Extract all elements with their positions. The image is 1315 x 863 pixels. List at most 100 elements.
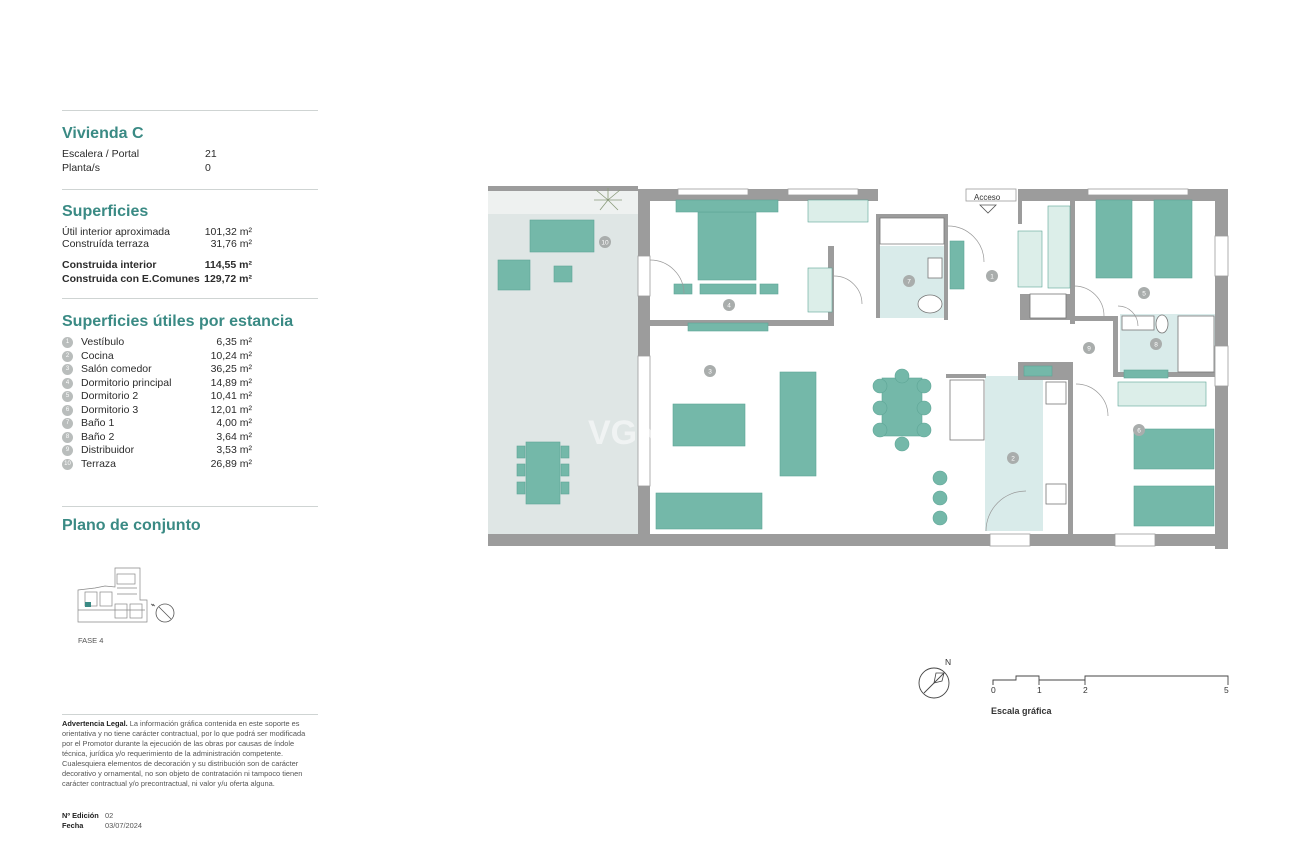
scale-bar bbox=[992, 675, 1229, 685]
legal-title: Advertencia Legal. bbox=[62, 719, 128, 728]
divider-legal bbox=[62, 714, 318, 715]
room-number-badge: 3 bbox=[62, 364, 73, 375]
watermark: VGN bbox=[588, 414, 662, 452]
superficie-label: Útil interior aproximada bbox=[62, 226, 170, 238]
scale-tick: 0 bbox=[991, 685, 996, 695]
room-label: Terraza bbox=[81, 457, 117, 470]
planta-label: Planta/s bbox=[62, 162, 100, 174]
superficie-label: Construida con E.Comunes bbox=[62, 273, 200, 285]
access-arrow-icon bbox=[979, 204, 997, 214]
legal-notice: Advertencia Legal. La información gráfic… bbox=[62, 719, 307, 789]
room-label: Dormitorio principal bbox=[81, 376, 172, 389]
room-area: 36,25 m² bbox=[210, 363, 252, 375]
room-marker bbox=[1007, 452, 1019, 464]
room-marker bbox=[1083, 342, 1095, 354]
divider-estancias bbox=[62, 298, 318, 299]
superficie-value: 101,32 m² bbox=[204, 226, 252, 238]
divider-superficies bbox=[62, 189, 318, 190]
room-marker bbox=[903, 275, 915, 287]
room-area: 10,41 m² bbox=[210, 390, 252, 402]
site-plan-thumbnail bbox=[77, 567, 175, 623]
edition-label: Nº Edición bbox=[62, 811, 99, 820]
room-marker-number: 7 bbox=[907, 279, 911, 286]
room-label: Dormitorio 2 bbox=[81, 390, 139, 402]
room-list-item: 10 Terraza 26,89 m² bbox=[62, 458, 252, 472]
room-label: Dormitorio 3 bbox=[81, 403, 139, 416]
planta-value: 0 bbox=[205, 162, 211, 174]
legal-text: La información gráfica contenida en este… bbox=[62, 719, 306, 788]
room-marker-number: 4 bbox=[727, 303, 731, 310]
room-marker-number: 9 bbox=[1087, 346, 1091, 353]
room-marker-number: 6 bbox=[1137, 428, 1141, 435]
room-area: 12,01 m² bbox=[210, 403, 252, 416]
edition-row: Nº Edición 02 bbox=[62, 811, 113, 820]
date-row: Fecha 03/07/2024 bbox=[62, 821, 142, 830]
estancias-heading: Superficies útiles por estancia bbox=[62, 313, 294, 330]
room-marker-number: 5 bbox=[1142, 291, 1146, 298]
date-value: 03/07/2024 bbox=[105, 821, 142, 830]
edition-value: 02 bbox=[105, 811, 114, 820]
room-label: Distribuidor bbox=[81, 444, 135, 456]
plant-icon bbox=[594, 188, 622, 211]
date-label: Fecha bbox=[62, 821, 84, 830]
divider-conjunto bbox=[62, 506, 318, 507]
escalera-label: Escalera / Portal bbox=[62, 148, 140, 160]
room-number-badge: 4 bbox=[62, 377, 73, 389]
room-number-badge: 7 bbox=[62, 418, 73, 429]
room-markers: 1 2 3 4 5 6 7 8 9 10 bbox=[599, 236, 1162, 464]
room-number-badge: 8 bbox=[62, 431, 73, 443]
room-marker-number: 2 bbox=[1011, 456, 1015, 463]
room-marker bbox=[599, 236, 611, 248]
room-label: Cocina bbox=[81, 349, 114, 362]
superficie-value: 31,76 m² bbox=[210, 238, 252, 250]
room-label: Salón comedor bbox=[81, 363, 152, 375]
scale-label: Escala gráfica bbox=[991, 706, 1052, 716]
scale-tick: 2 bbox=[1083, 685, 1088, 695]
superficie-value: 129,72 m² bbox=[204, 273, 252, 285]
room-marker-number: 10 bbox=[601, 240, 609, 247]
escalera-value: 21 bbox=[205, 148, 217, 160]
room-area: 26,89 m² bbox=[210, 457, 252, 470]
room-marker bbox=[1150, 338, 1162, 350]
room-number-badge: 1 bbox=[62, 337, 73, 348]
room-marker bbox=[723, 299, 735, 311]
site-plan-north-icon bbox=[150, 603, 175, 623]
dwelling-title: Vivienda C bbox=[62, 125, 144, 142]
room-area: 3,64 m² bbox=[216, 430, 252, 443]
room-list-item: 7 Baño 1 4,00 m² bbox=[62, 417, 252, 431]
access-label: Acceso bbox=[974, 193, 1001, 202]
room-marker bbox=[1138, 287, 1150, 299]
room-area: 4,00 m² bbox=[216, 417, 252, 429]
conjunto-heading: Plano de conjunto bbox=[62, 517, 201, 534]
room-label: Baño 1 bbox=[81, 417, 115, 429]
room-number-badge: 2 bbox=[62, 350, 73, 362]
north-label: N bbox=[945, 657, 952, 667]
superficie-value: 114,55 m² bbox=[204, 259, 252, 271]
room-list-item: 6 Dormitorio 3 12,01 m² bbox=[62, 404, 252, 418]
room-marker bbox=[1133, 424, 1145, 436]
top-divider bbox=[62, 110, 318, 111]
room-area: 6,35 m² bbox=[216, 336, 252, 348]
room-marker-number: 3 bbox=[708, 369, 712, 376]
fase-label: FASE 4 bbox=[78, 636, 104, 645]
room-list-item: 5 Dormitorio 2 10,41 m² bbox=[62, 390, 252, 404]
room-marker-number: 8 bbox=[1154, 342, 1158, 349]
room-list-item: 4 Dormitorio principal 14,89 m² bbox=[62, 377, 252, 391]
room-area: 14,89 m² bbox=[210, 376, 252, 389]
superficie-label: Construída terraza bbox=[62, 238, 149, 250]
scale-tick: 1 bbox=[1037, 685, 1042, 695]
room-number-badge: 5 bbox=[62, 391, 73, 402]
room-marker bbox=[704, 365, 716, 377]
room-list-item: 8 Baño 2 3,64 m² bbox=[62, 431, 252, 445]
room-marker bbox=[986, 270, 998, 282]
room-number-badge: 10 bbox=[62, 458, 73, 470]
room-number-badge: 6 bbox=[62, 404, 73, 416]
floor-plan: Acceso VGN 1 2 3 4 5 6 7 8 9 10 bbox=[488, 186, 1229, 549]
room-number-badge: 9 bbox=[62, 445, 73, 456]
superficies-heading: Superficies bbox=[62, 203, 149, 220]
room-label: Baño 2 bbox=[81, 430, 115, 443]
room-marker-number: 1 bbox=[990, 274, 994, 281]
